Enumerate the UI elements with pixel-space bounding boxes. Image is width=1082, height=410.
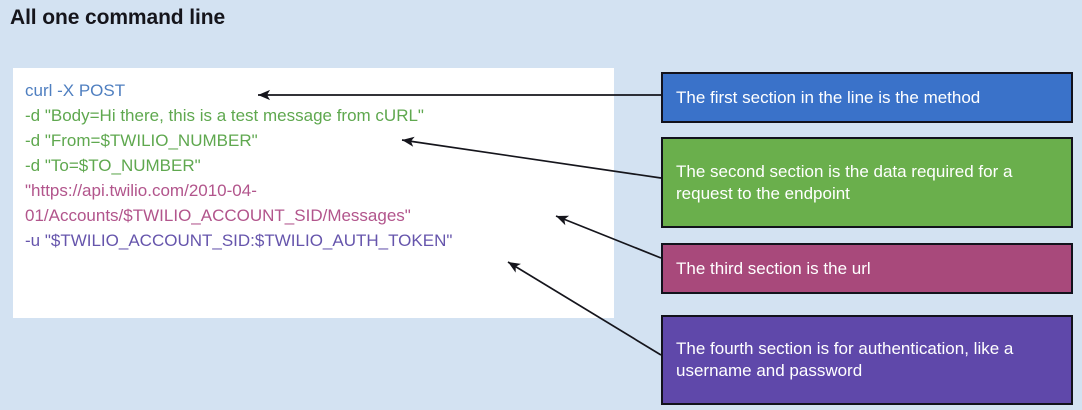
callout-auth: The fourth section is for authentication…	[661, 315, 1073, 405]
callout-auth-label: The fourth section is for authentication…	[676, 339, 1014, 380]
code-line: -u "$TWILIO_ACCOUNT_SID:$TWILIO_AUTH_TOK…	[25, 231, 453, 250]
code-line: -d "Body=Hi there, this is a test messag…	[25, 106, 424, 125]
code-line: curl -X POST	[25, 81, 126, 100]
callout-method-label: The first section in the line is the met…	[676, 87, 981, 107]
code-block: curl -X POST -d "Body=Hi there, this is a…	[25, 78, 605, 253]
page-title: All one command line	[10, 6, 226, 29]
callout-method: The first section in the line is the met…	[661, 72, 1073, 123]
callout-url-label: The third section is the url	[676, 258, 871, 278]
callout-data: The second section is the data required …	[661, 137, 1073, 228]
code-line: -d "To=$TO_NUMBER"	[25, 156, 201, 175]
code-panel: curl -X POST -d "Body=Hi there, this is a…	[13, 68, 614, 318]
code-line: -d "From=$TWILIO_NUMBER"	[25, 131, 258, 150]
code-line: "https://api.twilio.com/2010-04-01/Accou…	[25, 181, 411, 225]
callout-url: The third section is the url	[661, 243, 1073, 294]
callout-data-label: The second section is the data required …	[676, 161, 1013, 203]
